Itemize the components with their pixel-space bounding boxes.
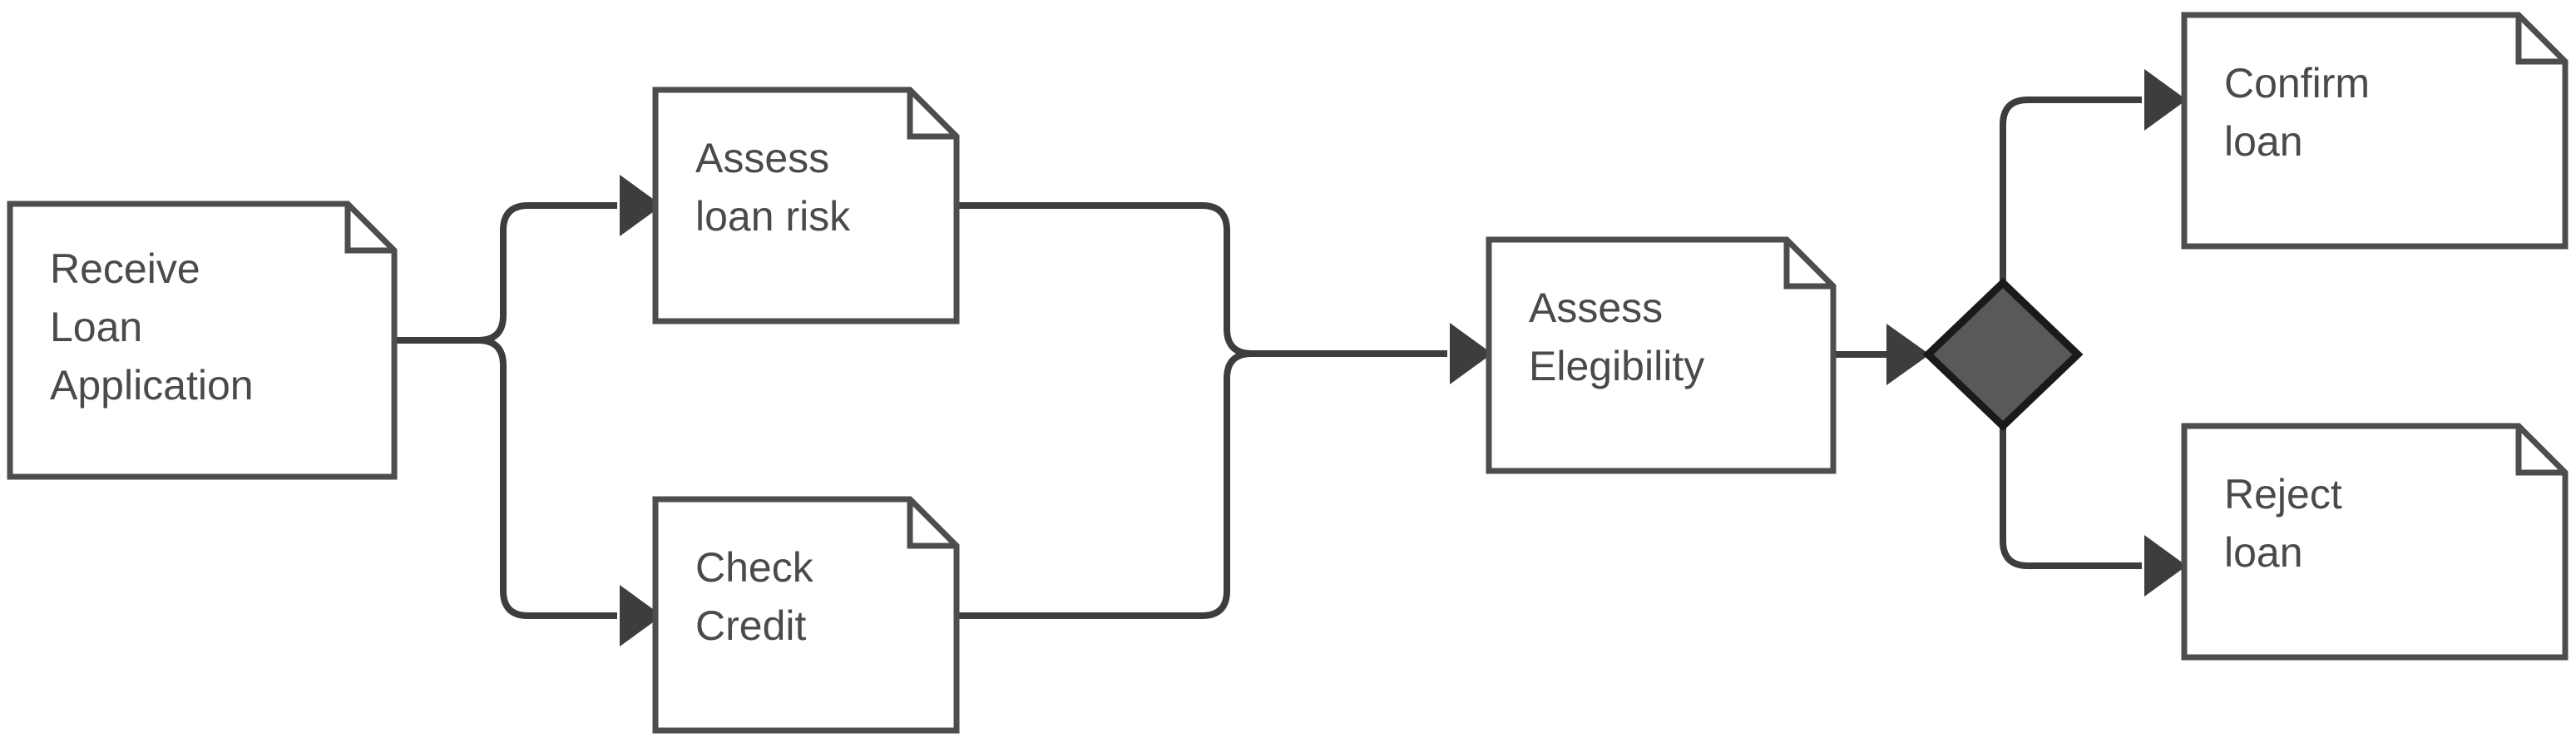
edge-receive-to-check-credit[interactable] <box>394 337 662 646</box>
folded-corner-icon <box>907 499 957 549</box>
node-label-line: Credit <box>695 602 806 649</box>
edge-decision-to-confirm[interactable] <box>2000 69 2187 283</box>
folded-corner-icon <box>2515 426 2565 476</box>
folded-corner-icon <box>2515 15 2565 65</box>
document-shape <box>652 87 960 324</box>
diamond-shape <box>1922 277 2084 432</box>
arrowhead <box>2144 69 2187 131</box>
folded-corner-icon <box>1783 240 1833 290</box>
document-shape <box>652 496 960 734</box>
node-label-line: Check <box>695 544 814 591</box>
node-label-line: Receive <box>50 245 200 292</box>
edge-decision-to-reject[interactable] <box>2000 426 2187 597</box>
folded-corner-icon <box>344 204 394 254</box>
document-shape <box>7 201 398 480</box>
document-shape <box>1486 236 1837 474</box>
arrowhead <box>1450 323 1492 384</box>
arrowhead <box>2144 535 2187 597</box>
node-label-line: Assess <box>1529 285 1663 331</box>
edge-assess-risk-to-elegibility[interactable] <box>957 202 1492 384</box>
node-label-line: Reject <box>2224 471 2342 518</box>
arrowhead <box>620 175 662 236</box>
node-confirm-loan[interactable]: Confirm loan <box>2181 12 2569 250</box>
folded-corner-icon <box>907 90 957 140</box>
edge-elegibility-to-decision[interactable] <box>1833 324 1930 385</box>
node-label-line: Application <box>50 362 254 409</box>
arrowhead <box>620 585 662 646</box>
node-label-line: Loan <box>50 304 142 350</box>
node-label-line: Assess <box>695 135 829 181</box>
arrowhead <box>1886 324 1930 385</box>
edge-check-credit-to-elegibility[interactable] <box>957 350 1447 619</box>
node-check-credit[interactable]: Check Credit <box>652 496 960 734</box>
node-label-line: loan risk <box>695 193 851 240</box>
node-label-line: Elegibility <box>1529 343 1704 389</box>
node-label-line: Confirm <box>2224 60 2370 107</box>
node-decision-gateway[interactable] <box>1922 277 2084 432</box>
node-assess-loan-risk[interactable]: Assess loan risk <box>652 87 960 324</box>
node-label-line: loan <box>2224 118 2303 165</box>
document-shape <box>2181 12 2569 250</box>
edge-layer <box>394 69 2187 646</box>
node-receive-loan-application[interactable]: Receive Loan Application <box>7 201 398 480</box>
node-reject-loan[interactable]: Reject loan <box>2181 423 2569 661</box>
document-shape <box>2181 423 2569 661</box>
node-assess-elegibility[interactable]: Assess Elegibility <box>1486 236 1837 474</box>
node-label-line: loan <box>2224 529 2303 576</box>
edge-receive-to-assess-risk[interactable] <box>394 175 662 344</box>
